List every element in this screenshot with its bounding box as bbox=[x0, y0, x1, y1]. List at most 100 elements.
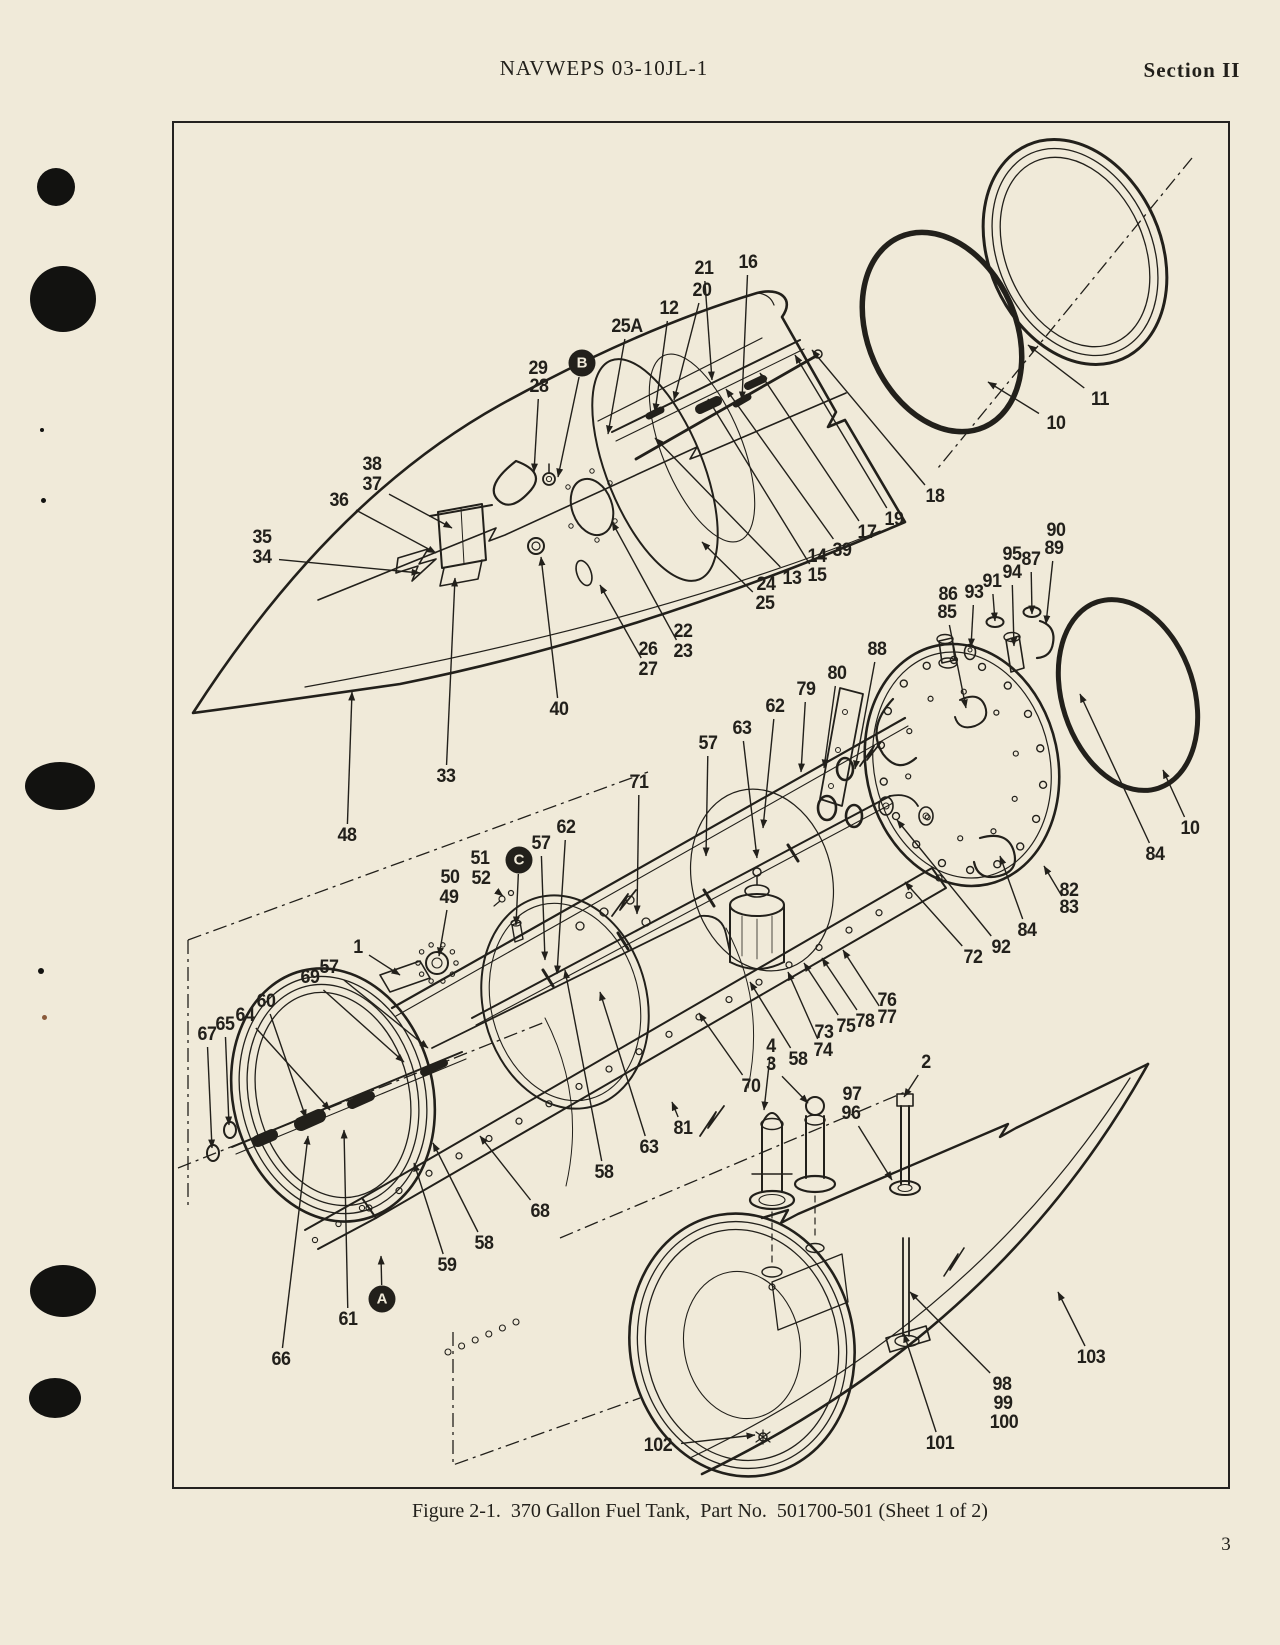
binder-hole-mark bbox=[25, 762, 95, 810]
callout-63: 63 bbox=[732, 718, 752, 739]
callout-40: 40 bbox=[549, 699, 569, 720]
paper-speck bbox=[42, 1015, 47, 1020]
callout-79: 79 bbox=[796, 679, 816, 700]
callout-14: 14 bbox=[807, 546, 827, 567]
binder-hole-mark bbox=[30, 266, 96, 332]
callout-67: 67 bbox=[197, 1024, 217, 1045]
callout-33: 33 bbox=[436, 766, 456, 787]
callout-58: 58 bbox=[594, 1162, 614, 1183]
callout-84: 84 bbox=[1017, 920, 1037, 941]
callout-59: 59 bbox=[437, 1255, 457, 1276]
callout-100: 100 bbox=[989, 1412, 1019, 1433]
callout-91: 91 bbox=[982, 571, 1002, 592]
callout-88: 88 bbox=[867, 639, 887, 660]
callout-2: 2 bbox=[921, 1052, 931, 1073]
callout-48: 48 bbox=[337, 825, 357, 846]
callout-64: 64 bbox=[235, 1005, 255, 1026]
callout-90: 90 bbox=[1046, 520, 1066, 541]
callout-15: 15 bbox=[807, 565, 827, 586]
callout-57: 57 bbox=[531, 833, 551, 854]
callout-101: 101 bbox=[925, 1433, 955, 1454]
callout-b: B bbox=[568, 349, 596, 377]
callout-69: 69 bbox=[300, 967, 320, 988]
callout-10: 10 bbox=[1180, 818, 1200, 839]
callout-25: 25 bbox=[755, 593, 775, 614]
callout-1: 1 bbox=[353, 937, 363, 958]
callout-49: 49 bbox=[439, 887, 459, 908]
callout-102: 102 bbox=[643, 1435, 673, 1456]
callout-51: 51 bbox=[470, 848, 490, 869]
callout-97: 97 bbox=[842, 1084, 862, 1105]
callout-76: 76 bbox=[877, 990, 897, 1011]
callout-60: 60 bbox=[256, 991, 276, 1012]
callout-3: 3 bbox=[766, 1054, 776, 1075]
callout-74: 74 bbox=[813, 1040, 833, 1061]
callout-73: 73 bbox=[814, 1022, 834, 1043]
figure-caption: Figure 2-1. 370 Gallon Fuel Tank, Part N… bbox=[412, 1500, 988, 1522]
callout-62: 62 bbox=[556, 817, 576, 838]
section-title: Section II bbox=[1143, 58, 1241, 82]
callout-28: 28 bbox=[529, 376, 549, 397]
binder-hole-mark bbox=[29, 1378, 81, 1418]
paper-speck bbox=[41, 498, 46, 503]
callout-12: 12 bbox=[659, 298, 679, 319]
callout-58: 58 bbox=[474, 1233, 494, 1254]
callout-38: 38 bbox=[362, 454, 382, 475]
callout-99: 99 bbox=[993, 1393, 1013, 1414]
callout-65: 65 bbox=[215, 1014, 235, 1035]
callout-37: 37 bbox=[362, 474, 382, 495]
callout-13: 13 bbox=[782, 568, 802, 589]
callout-94: 94 bbox=[1002, 562, 1022, 583]
callout-22: 22 bbox=[673, 621, 693, 642]
callout-57: 57 bbox=[698, 733, 718, 754]
callout-23: 23 bbox=[673, 641, 693, 662]
callout-39: 39 bbox=[832, 540, 852, 561]
callout-20: 20 bbox=[692, 280, 712, 301]
callout-95: 95 bbox=[1002, 544, 1022, 565]
page-number: 3 bbox=[1221, 1534, 1231, 1555]
paper-speck bbox=[38, 968, 44, 974]
callout-16: 16 bbox=[738, 252, 758, 273]
callout-87: 87 bbox=[1021, 549, 1041, 570]
callout-85: 85 bbox=[937, 602, 957, 623]
binder-hole-mark bbox=[37, 168, 75, 206]
callout-66: 66 bbox=[271, 1349, 291, 1370]
callout-80: 80 bbox=[827, 663, 847, 684]
callout-78: 78 bbox=[855, 1011, 875, 1032]
callout-34: 34 bbox=[252, 547, 272, 568]
callout-58: 58 bbox=[788, 1049, 808, 1070]
callout-62: 62 bbox=[765, 696, 785, 717]
paper-speck bbox=[40, 428, 44, 432]
callout-84: 84 bbox=[1145, 844, 1165, 865]
callout-17: 17 bbox=[857, 522, 877, 543]
callout-83: 83 bbox=[1059, 897, 1079, 918]
callout-96: 96 bbox=[841, 1103, 861, 1124]
callout-93: 93 bbox=[964, 582, 984, 603]
callout-82: 82 bbox=[1059, 880, 1079, 901]
binder-hole-mark bbox=[30, 1265, 96, 1317]
callout-24: 24 bbox=[756, 574, 776, 595]
callout-89: 89 bbox=[1044, 538, 1064, 559]
callout-71: 71 bbox=[629, 772, 649, 793]
callout-35: 35 bbox=[252, 527, 272, 548]
document-number: NAVWEPS 03-10JL-1 bbox=[499, 56, 709, 80]
callout-68: 68 bbox=[530, 1201, 550, 1222]
callout-86: 86 bbox=[938, 584, 958, 605]
callout-70: 70 bbox=[741, 1076, 761, 1097]
callout-98: 98 bbox=[992, 1374, 1012, 1395]
callout-11: 11 bbox=[1091, 389, 1109, 410]
callout-61: 61 bbox=[338, 1309, 358, 1330]
callout-a: A bbox=[368, 1285, 396, 1313]
callout-10: 10 bbox=[1046, 413, 1066, 434]
callout-25a: 25A bbox=[611, 316, 643, 337]
callout-81: 81 bbox=[673, 1118, 693, 1139]
callout-103: 103 bbox=[1076, 1347, 1106, 1368]
callout-77: 77 bbox=[877, 1007, 897, 1028]
callout-75: 75 bbox=[836, 1016, 856, 1037]
callout-72: 72 bbox=[963, 947, 983, 968]
callout-21: 21 bbox=[694, 258, 714, 279]
callout-29: 29 bbox=[528, 358, 548, 379]
callout-57: 57 bbox=[319, 957, 339, 978]
